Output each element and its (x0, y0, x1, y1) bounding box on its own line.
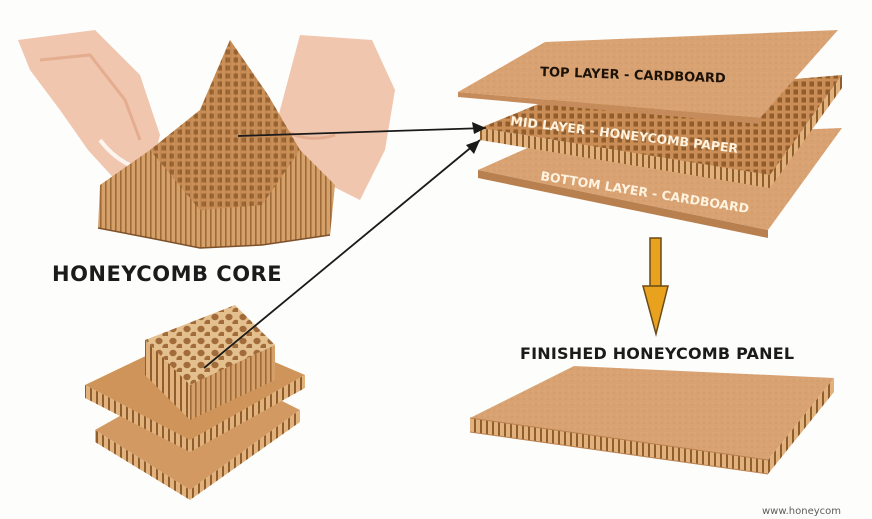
top-layer-label: TOP LAYER - CARDBOARD (540, 65, 726, 86)
watermark: www.honeycom (762, 506, 842, 517)
hands-honeycomb-photo (18, 30, 395, 249)
pointer-lines (203, 122, 487, 369)
honeycomb-core-label: HONEYCOMB CORE (52, 262, 283, 286)
top-layer-board (458, 30, 838, 118)
finished-panel-label: FINISHED HONEYCOMB PANEL (520, 344, 795, 363)
pointer-arrowhead-stack (466, 140, 480, 154)
stacked-cores-photo (85, 305, 305, 500)
finished-panel (469, 366, 834, 475)
pointer-line-hands (237, 127, 487, 137)
left-hand (18, 30, 160, 185)
pointer-line-stack (203, 139, 481, 369)
pointer-arrowhead-hands (472, 122, 486, 134)
down-arrow (642, 237, 669, 337)
exploded-layers (458, 30, 842, 238)
